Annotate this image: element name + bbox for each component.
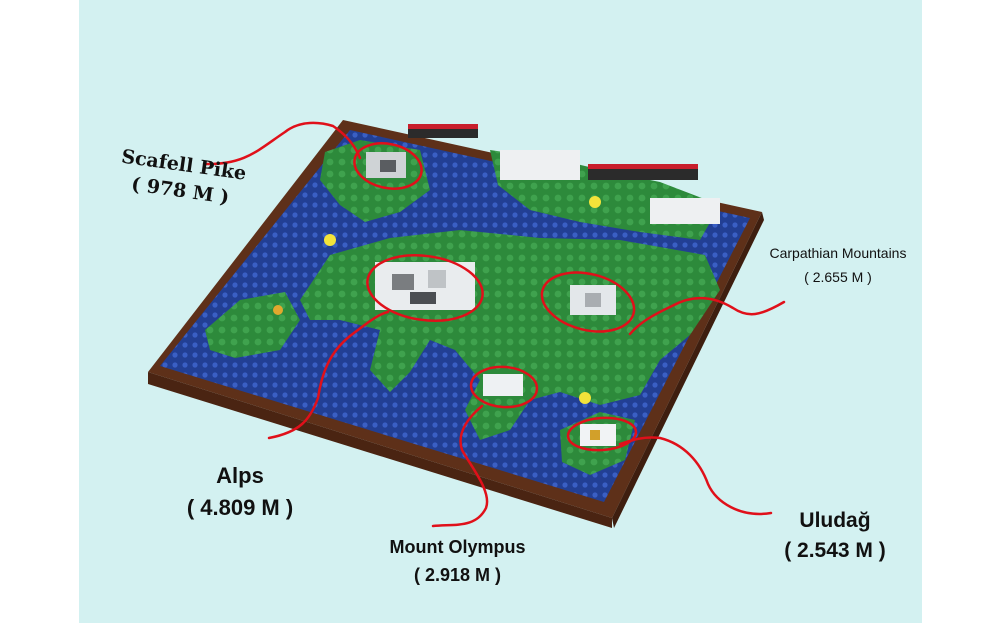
uludag-label: Uludağ ( 2.543 M ) — [775, 506, 895, 566]
olympus-leader-line — [431, 404, 489, 528]
mountain-height: ( 2.543 M ) — [784, 539, 886, 562]
flower-decoration — [324, 234, 336, 246]
carpathian-circle — [540, 271, 636, 333]
board-frame-side — [148, 372, 612, 528]
scafell-bricks — [366, 152, 406, 178]
olympus-label: Mount Olympus ( 2.918 M ) — [360, 533, 555, 589]
uludag-leader-line — [618, 436, 773, 516]
scafell-circle — [353, 142, 423, 190]
mountain-height: ( 2.918 M ) — [413, 565, 502, 585]
scandinavia-snow — [500, 150, 720, 224]
alps-circle — [366, 254, 484, 322]
olympus-circle — [469, 365, 539, 409]
mountain-height: ( 4.809 M ) — [186, 495, 294, 520]
flower-decoration — [579, 392, 591, 404]
uludag-circle — [566, 416, 638, 452]
board-frame-side-right — [612, 212, 764, 528]
flower-decoration — [589, 196, 601, 208]
alps-label: Alps ( 4.809 M ) — [150, 460, 330, 524]
mountain-name: Mount Olympus — [389, 537, 526, 557]
carpathian-leader-line — [628, 296, 786, 336]
carpathian-bricks — [570, 285, 616, 315]
mountain-name: Alps — [216, 463, 264, 488]
flower-decoration — [273, 305, 283, 315]
uludag-bricks — [580, 424, 616, 446]
mountain-name: Uludağ — [799, 509, 871, 532]
alps-bricks — [375, 262, 475, 310]
alps-leader-line — [267, 310, 390, 440]
scafell-leader-line — [202, 121, 362, 166]
carpathian-label: Carpathian Mountains ( 2.655 M ) — [748, 241, 928, 289]
mountain-name: Carpathian Mountains — [769, 245, 907, 261]
mountain-height: ( 2.655 M ) — [804, 269, 872, 285]
olympus-bricks — [483, 374, 523, 396]
ship-model — [408, 124, 478, 138]
ship-model — [588, 164, 698, 180]
